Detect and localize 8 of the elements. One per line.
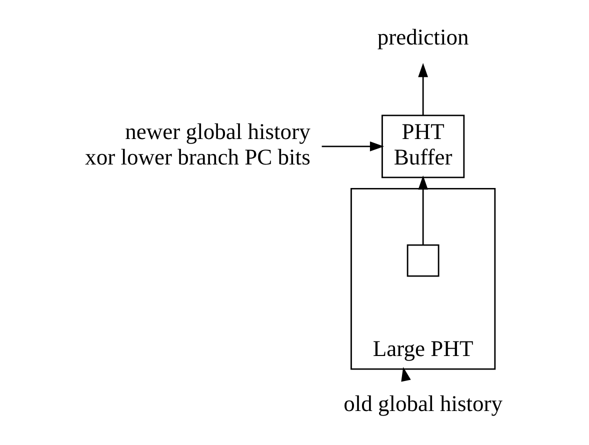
node-box — [406, 244, 440, 277]
node-text: prediction — [377, 24, 469, 50]
node-box: PHT Buffer — [382, 114, 465, 178]
arrow — [322, 141, 384, 152]
node-text: newer global history xor lower branch PC bits — [85, 119, 310, 170]
arrow — [418, 176, 428, 246]
arrow — [418, 63, 428, 116]
node-text: old global history — [344, 391, 503, 416]
